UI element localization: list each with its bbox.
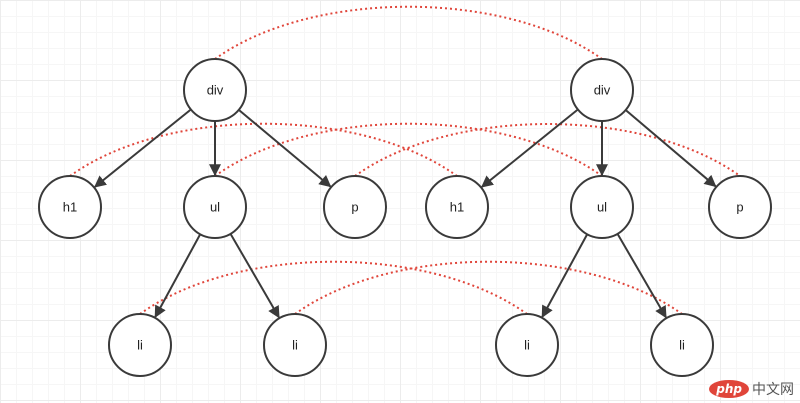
edge-b_ul-b_li1: [541, 233, 589, 318]
node-a_li1: li: [108, 313, 172, 377]
node-circle: [38, 175, 102, 239]
node-circle: [183, 58, 247, 122]
node-label: li: [292, 338, 298, 353]
node-circle: [425, 175, 489, 239]
edge-b_ul-b_li2: [616, 233, 667, 319]
tree-edges: [93, 108, 717, 319]
php-logo: php: [709, 380, 749, 398]
node-label: ul: [597, 200, 607, 215]
node-label: li: [524, 338, 530, 353]
node-circle: [108, 313, 172, 377]
node-b_div: div: [570, 58, 634, 122]
edge-a_ul-a_li1: [154, 233, 202, 318]
node-circle: [570, 58, 634, 122]
node-a_p: p: [323, 175, 387, 239]
edge-b_div-b_p: [624, 109, 717, 188]
watermark-text: 中文网: [752, 382, 794, 398]
edge-b_div-b_h1: [480, 108, 579, 188]
node-a_div: div: [183, 58, 247, 122]
edge-a_ul-a_li2: [229, 233, 280, 319]
node-label: li: [137, 338, 143, 353]
node-b_ul: ul: [570, 175, 634, 239]
edge-a_div-a_h1: [93, 108, 192, 188]
node-circle: [323, 175, 387, 239]
node-b_li2: li: [650, 313, 714, 377]
comparison-arc-a_p-b_p: [354, 123, 741, 177]
node-label: div: [594, 83, 611, 98]
node-b_h1: h1: [425, 175, 489, 239]
node-circle: [495, 313, 559, 377]
node-label: div: [207, 83, 224, 98]
node-label: h1: [450, 200, 464, 215]
node-circle: [183, 175, 247, 239]
node-a_li2: li: [263, 313, 327, 377]
site-watermark: php 中文网: [709, 379, 794, 399]
edge-a_div-a_p: [238, 109, 332, 188]
node-b_li1: li: [495, 313, 559, 377]
node-circle: [263, 313, 327, 377]
node-label: h1: [63, 200, 77, 215]
node-b_p: p: [708, 175, 772, 239]
node-label: ul: [210, 200, 220, 215]
tree-nodes: div h1 ul p li li div h1 ul p li li: [38, 58, 772, 377]
comparison-arc-a_h1-b_h1: [69, 122, 458, 177]
node-a_ul: ul: [183, 175, 247, 239]
node-label: p: [351, 200, 358, 215]
comparison-arcs: [69, 5, 741, 315]
node-a_h1: h1: [38, 175, 102, 239]
node-circle: [708, 175, 772, 239]
node-circle: [650, 313, 714, 377]
comparison-arc-a_li1-b_li1: [139, 260, 528, 315]
comparison-arc-a_ul-b_ul: [214, 122, 603, 177]
node-label: p: [736, 200, 743, 215]
comparison-arc-a_div-b_div: [214, 5, 603, 60]
node-label: li: [679, 338, 685, 353]
node-circle: [570, 175, 634, 239]
comparison-arc-a_li2-b_li2: [294, 260, 683, 315]
